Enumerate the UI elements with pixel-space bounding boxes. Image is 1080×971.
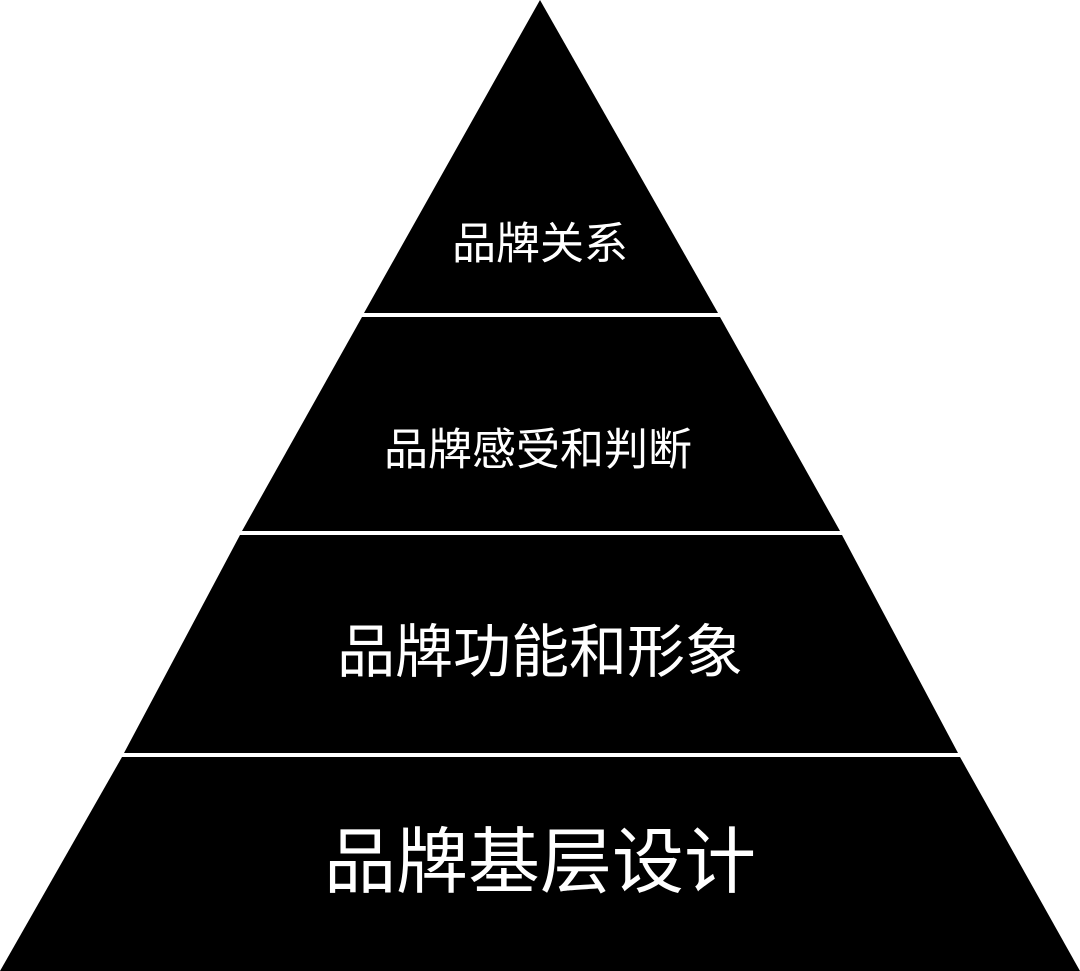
tier-4-label: 品牌基层设计 bbox=[324, 820, 756, 904]
tier-3-label: 品牌功能和形象 bbox=[337, 618, 743, 686]
pyramid-tier-4 bbox=[0, 757, 1080, 971]
pyramid-tier-1 bbox=[364, 0, 718, 313]
tier-1-label: 品牌关系 bbox=[452, 219, 628, 270]
pyramid-tier-3 bbox=[124, 535, 958, 753]
tier-2-label: 品牌感受和判断 bbox=[384, 425, 692, 476]
pyramid-tier-2 bbox=[242, 317, 840, 531]
